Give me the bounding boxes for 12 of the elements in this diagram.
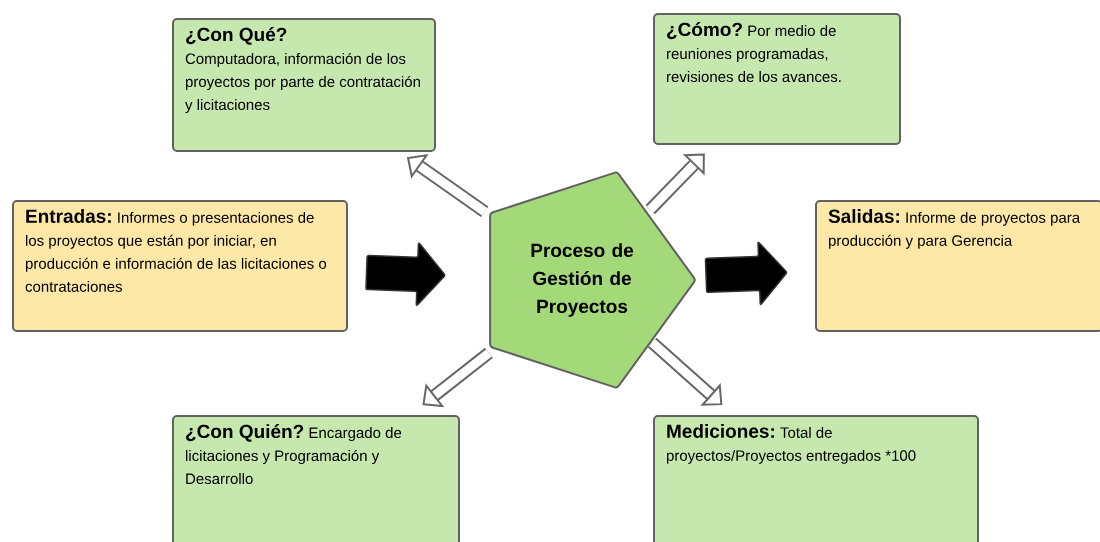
info-box: ¿Con Qué? Computadora, información de los proyectos por parte de contratación y licitaciones (172, 18, 436, 152)
outline-arrow (422, 347, 493, 408)
input-box: Entradas: Informes o presentaciones de los proyectos que están por iniciar, en producción e información de las licitaciones o contrataciones (12, 200, 348, 332)
output-box: Salidas: Informe de proyectos para producción y para Gerencia (815, 200, 1100, 332)
block-arrow (365, 242, 446, 306)
outline-arrow (645, 153, 705, 215)
info-box: Mediciones: Total de proyectos/Proyectos entregados *100 (653, 415, 979, 542)
block-arrow (704, 241, 788, 306)
process-pentagon: Proceso de Gestión de Proyectos (489, 171, 696, 389)
info-box: ¿Con Quién? Encargado de licitaciones y Programación y Desarrollo (172, 415, 460, 542)
outline-arrow (647, 337, 723, 406)
info-box: ¿Cómo? Por medio de reuniones programadas, revisiones de los avances. (653, 13, 901, 145)
